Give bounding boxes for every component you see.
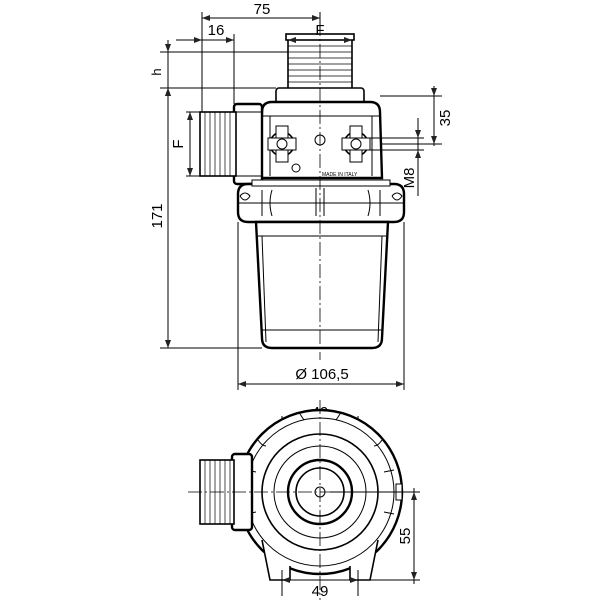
dim-35-label: 35 <box>437 110 454 127</box>
dim-16-label: 16 <box>208 22 225 39</box>
dim-f-side: F <box>170 111 200 177</box>
dim-49-bottom: 49 <box>282 577 358 600</box>
dim-75: 75 <box>201 1 321 112</box>
dim-171: 171 <box>149 88 262 349</box>
dim-f-top: F <box>288 22 352 43</box>
top-view: 49 <box>188 400 420 600</box>
dim-m8: M8 <box>370 118 424 196</box>
gauge-port-left <box>267 125 297 163</box>
dim-diameter-label: Ø 106,5 <box>295 366 348 383</box>
dim-diameter: Ø 106,5 <box>237 222 405 390</box>
filter-bowl <box>254 220 390 350</box>
dim-171-label: 171 <box>149 203 166 228</box>
dim-f-top-label: F <box>315 22 324 39</box>
gauge-port-right <box>341 125 371 163</box>
dim-16: 16 <box>176 22 235 104</box>
dim-49-bottom-label: 49 <box>312 583 329 600</box>
dim-75-label: 75 <box>254 1 271 18</box>
dim-h: h <box>149 40 288 100</box>
dim-h-label: h <box>149 68 164 75</box>
side-view: MADE IN ITALY <box>149 1 454 390</box>
dim-35: 35 <box>380 86 454 146</box>
dim-55: 55 <box>330 488 420 584</box>
dim-f-side-label: F <box>170 139 187 148</box>
dim-55-label: 55 <box>397 528 414 545</box>
dim-m8-label: M8 <box>401 168 418 189</box>
bowl-ring-nut <box>236 179 406 224</box>
side-inlet-thread <box>199 102 264 186</box>
made-in-italy-text: MADE IN ITALY <box>322 172 358 178</box>
